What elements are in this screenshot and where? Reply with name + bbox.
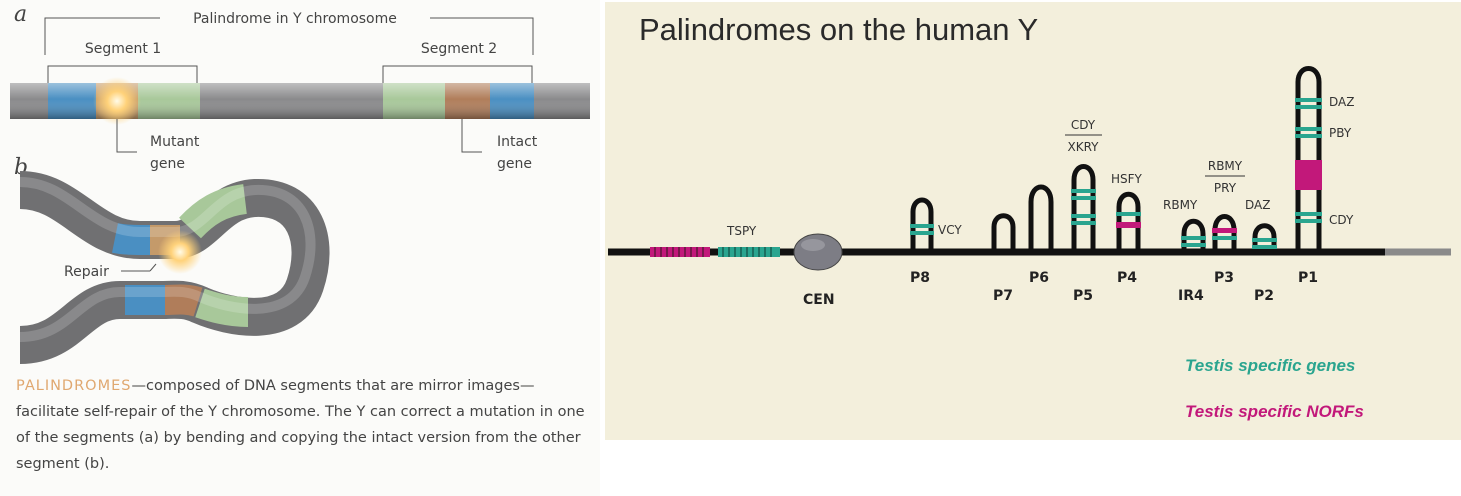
repair-label: Repair [64, 264, 109, 280]
gene-label-daz-p1: DAZ [1329, 95, 1354, 109]
segment2-label: Segment 2 [421, 41, 497, 57]
palindromes-on-human-y-figure: Palindromes on the human Y TSPY CEN [605, 2, 1461, 440]
y-chromosome-map-svg: TSPY CEN [608, 66, 1451, 308]
stem-gene-markers [910, 98, 1322, 249]
caption-lead: PALINDROMES [16, 378, 132, 394]
panel-a-letter: a [14, 2, 28, 27]
gene-label-hsfy: HSFY [1111, 172, 1143, 186]
mutant-gene-label-line2: gene [150, 156, 185, 172]
gene-label-xkry: XKRY [1068, 140, 1100, 154]
bent-chromosome [18, 171, 330, 364]
segment1-label: Segment 1 [85, 41, 161, 57]
stem-p5 [1071, 164, 1096, 252]
label-p6: P6 [1029, 270, 1049, 286]
label-ir4: IR4 [1178, 288, 1204, 304]
gene-label-pry: PRY [1214, 181, 1237, 195]
intact-gene-label-line2: gene [497, 156, 532, 172]
label-p3: P3 [1214, 270, 1234, 286]
stem-p7 [991, 213, 1016, 252]
intact-gene-label-line1: Intact [497, 134, 538, 150]
legend-testis-norfs: Testis specific NORFs [1185, 402, 1364, 421]
mutation-glow [93, 77, 141, 125]
palindrome-label: Palindrome in Y chromosome [193, 11, 397, 27]
palindrome-diagram-svg: Palindrome in Y chromosome Segment 1 Seg… [10, 11, 590, 364]
legend-testis-genes: Testis specific genes [1185, 356, 1356, 375]
tspy-gene-block [718, 247, 780, 257]
gene-label-rbmy-top: RBMY [1208, 159, 1243, 173]
gene-label-rbmy-left: RBMY [1163, 198, 1198, 212]
norf-block-left [650, 247, 710, 257]
palindrome-labels: P8 P7 P6 P5 P4 IR4 P3 P2 P1 [910, 270, 1318, 304]
centromere [793, 233, 843, 271]
palindrome-stems [910, 66, 1322, 252]
segment-brackets [47, 65, 533, 83]
figure-title: Palindromes on the human Y [639, 12, 1039, 47]
label-p4: P4 [1117, 270, 1137, 286]
palindrome-bracket [44, 17, 534, 55]
gene-label-cdy-top: CDY [1071, 118, 1096, 132]
repair-glow [158, 230, 202, 274]
stem-ir4 [1181, 218, 1206, 252]
stem-p1 [1295, 66, 1322, 252]
mutant-gene-label-line1: Mutant [150, 134, 200, 150]
stem-p8 [910, 197, 934, 252]
label-p8: P8 [910, 270, 930, 286]
stem-p3 [1212, 214, 1237, 252]
caption-body: —composed of DNA segments that are mirro… [16, 378, 585, 472]
stem-p4 [1116, 191, 1141, 252]
gene-label-pby: PBY [1329, 126, 1352, 140]
label-p2: P2 [1254, 288, 1274, 304]
gene-label-cdy-p1: CDY [1329, 213, 1354, 227]
gene-label-daz-p2: DAZ [1245, 198, 1270, 212]
stem-p6 [1028, 184, 1054, 252]
gene-label-vcy: VCY [938, 223, 962, 237]
chromosome-bar [10, 77, 590, 125]
label-cen: CEN [803, 292, 835, 308]
stem-p2 [1252, 223, 1277, 252]
label-p1: P1 [1298, 270, 1318, 286]
label-p5: P5 [1073, 288, 1093, 304]
label-p7: P7 [993, 288, 1013, 304]
palindrome-repair-figure: a b Palindrome in Y chromosome Seg [0, 0, 600, 496]
gene-label-tspy: TSPY [726, 224, 757, 238]
figure-caption: PALINDROMES—composed of DNA segments tha… [16, 373, 596, 477]
